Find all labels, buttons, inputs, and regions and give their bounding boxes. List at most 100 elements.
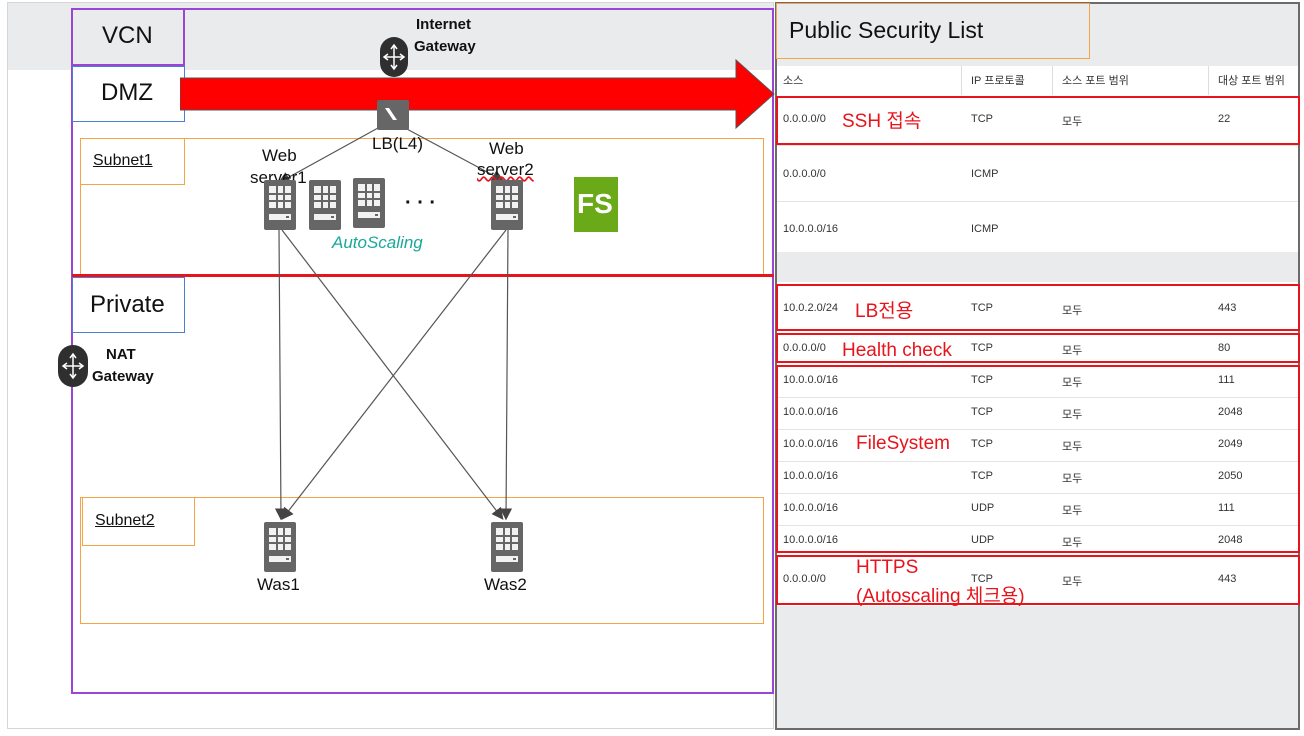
security-list-title-box <box>776 3 1090 59</box>
note-https-line1: HTTPS <box>856 557 919 578</box>
lb-label: LB(L4) <box>372 134 424 153</box>
cell-source: 10.0.0.0/16 <box>783 470 839 482</box>
connection-lines <box>274 127 513 521</box>
nat-gateway-icon <box>58 345 88 387</box>
subnet2-label-box <box>82 497 195 546</box>
highlight-ssh <box>776 96 1300 145</box>
cell-source: 10.0.0.0/16 <box>783 223 839 235</box>
cell-dst-port: 2048 <box>1218 534 1243 546</box>
private-label-box <box>72 277 185 333</box>
cell-protocol: TCP <box>971 374 993 386</box>
cell-protocol: TCP <box>971 470 993 482</box>
private-label: Private <box>90 291 165 318</box>
cell-src-port: 모두 <box>1062 505 1083 517</box>
column-header-src-port: 소스 포트 범위 <box>1062 75 1129 87</box>
table-row: 0.0.0.0/0 TCP 모두 443 <box>777 555 1298 605</box>
web-server1-label-line1: Web <box>262 146 297 165</box>
table-row: 10.0.0.0/16 UDP 모두 2048 <box>777 526 1298 554</box>
was1-label: Was1 <box>257 575 300 594</box>
table-row: 0.0.0.0/0 TCP 모두 22 <box>777 95 1298 146</box>
cell-dst-port: 111 <box>1218 502 1235 514</box>
cell-dst-port: 2048 <box>1218 406 1243 418</box>
cell-protocol: TCP <box>971 573 993 585</box>
highlight-health-check <box>776 333 1300 363</box>
internet-gateway-icon <box>380 37 408 77</box>
nat-gateway-label-line2: Gateway <box>92 368 154 385</box>
column-divider <box>961 66 962 95</box>
cell-protocol: ICMP <box>971 223 999 235</box>
cell-source: 0.0.0.0/0 <box>783 342 826 354</box>
cell-protocol: TCP <box>971 342 993 354</box>
subnet2-area <box>80 497 764 624</box>
highlight-filesystem <box>776 365 1300 553</box>
load-balancer-icon <box>377 100 409 130</box>
cell-src-port: 모두 <box>1062 377 1083 389</box>
subnet2-label: Subnet2 <box>95 512 155 529</box>
was1-icon <box>264 522 296 572</box>
cell-protocol: TCP <box>971 302 993 314</box>
highlight-https <box>776 555 1300 605</box>
web-server2-label-line2: server2 <box>477 160 534 179</box>
highlight-lb-only <box>776 284 1300 331</box>
note-lb-only: LB전용 <box>855 301 914 322</box>
cell-protocol: TCP <box>971 113 993 125</box>
autoscaling-label: AutoScaling <box>332 233 423 252</box>
dmz-label: DMZ <box>101 79 153 106</box>
cell-protocol: TCP <box>971 438 993 450</box>
note-ssh: SSH 접속 <box>842 111 922 132</box>
table-row: 10.0.2.0/24 TCP 모두 443 <box>777 285 1298 331</box>
web-server2-icon <box>491 180 523 230</box>
table-row: 10.0.0.0/16 ICMP <box>777 202 1298 252</box>
cell-src-port: 모두 <box>1062 345 1083 357</box>
cell-src-port: 모두 <box>1062 305 1083 317</box>
dmz-private-divider <box>72 274 774 277</box>
table-row: 10.0.0.0/16 TCP 모두 111 <box>777 366 1298 398</box>
column-divider <box>1052 66 1053 95</box>
cell-src-port: 모두 <box>1062 116 1083 128</box>
cell-dst-port: 111 <box>1218 374 1235 386</box>
traffic-arrow <box>180 58 775 130</box>
table-row: 10.0.0.0/16 TCP 모두 2049 <box>777 430 1298 462</box>
vcn-label: VCN <box>102 22 153 49</box>
was2-icon <box>491 522 523 572</box>
cell-source: 10.0.0.0/16 <box>783 438 839 450</box>
cell-source: 10.0.0.0/16 <box>783 406 839 418</box>
cell-dst-port: 443 <box>1218 573 1237 585</box>
cell-src-port: 모두 <box>1062 537 1083 549</box>
cell-src-port: 모두 <box>1062 473 1083 485</box>
subnet1-label: Subnet1 <box>93 152 153 169</box>
nat-gateway-label-line1: NAT <box>106 346 136 363</box>
column-header-dst-port: 대상 포트 범위 <box>1218 75 1285 87</box>
cell-source: 10.0.0.0/16 <box>783 534 839 546</box>
cell-protocol: UDP <box>971 502 995 514</box>
cell-protocol: TCP <box>971 406 993 418</box>
note-health-check: Health check <box>842 340 952 361</box>
cell-source: 10.0.0.0/16 <box>783 374 839 386</box>
security-list-title: Public Security List <box>789 17 984 43</box>
cell-source: 10.0.2.0/24 <box>783 302 839 314</box>
table-row: 10.0.0.0/16 UDP 모두 111 <box>777 494 1298 526</box>
cell-protocol: ICMP <box>971 168 999 180</box>
web-server2-label-line1: Web <box>489 139 524 158</box>
cell-source: 0.0.0.0/0 <box>783 168 826 180</box>
subnet1-label-box <box>80 138 185 185</box>
cell-dst-port: 2050 <box>1218 470 1243 482</box>
cell-src-port: 모두 <box>1062 409 1083 421</box>
table-row: 0.0.0.0/0 ICMP <box>777 146 1298 202</box>
note-https-line2: (Autoscaling 체크용) <box>856 586 1025 607</box>
cell-src-port: 모두 <box>1062 576 1083 588</box>
column-divider <box>1208 66 1209 95</box>
autoscale-server-icon <box>353 178 385 228</box>
was2-label: Was2 <box>484 575 527 594</box>
ellipsis: · · · <box>405 192 437 214</box>
cell-protocol: UDP <box>971 534 995 546</box>
internet-gateway-label-line1: Internet <box>416 16 472 33</box>
table-row: 0.0.0.0/0 TCP 모두 80 <box>777 333 1298 363</box>
cell-dst-port: 22 <box>1218 113 1231 125</box>
cell-dst-port: 2049 <box>1218 438 1243 450</box>
vcn-label-box <box>71 8 185 66</box>
filesystem-icon <box>574 177 618 232</box>
internet-gateway-label-line2: Gateway <box>414 38 476 55</box>
table-row: 10.0.0.0/16 TCP 모두 2050 <box>777 462 1298 494</box>
autoscale-server-icon <box>309 180 341 230</box>
